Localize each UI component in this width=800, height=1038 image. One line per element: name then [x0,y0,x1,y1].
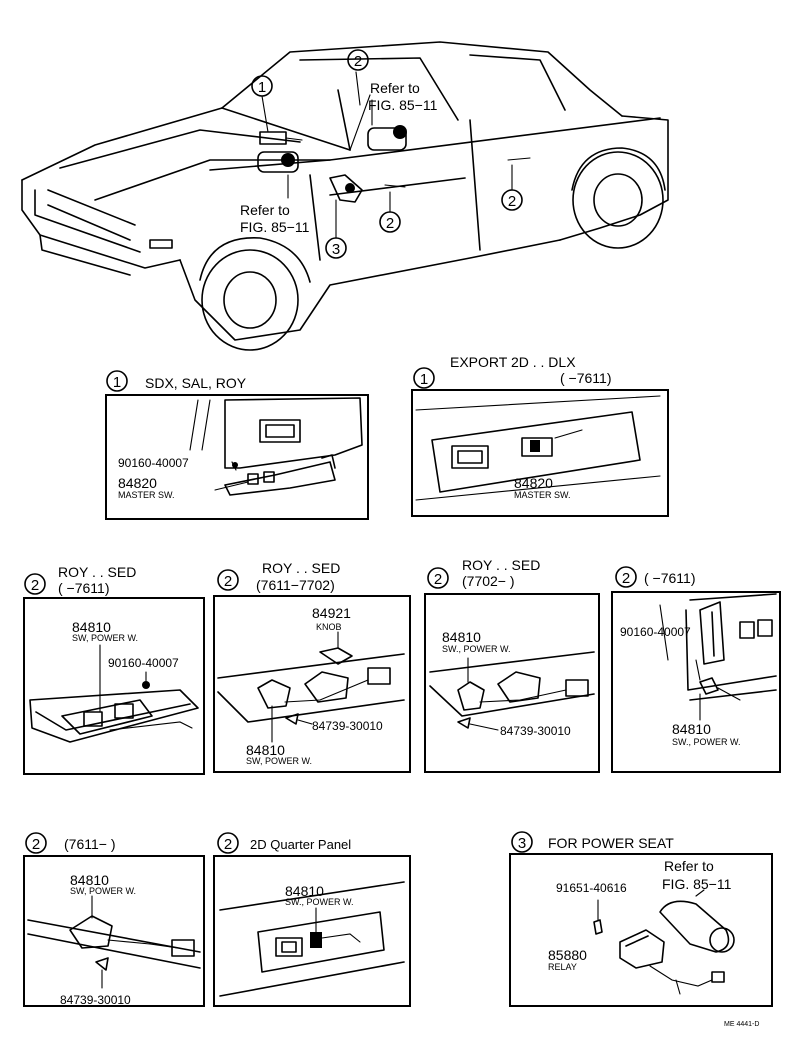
panel-2a-part-a-desc: SW, POWER W. [72,633,138,643]
panel-2d-part-b: 84810 [672,721,711,737]
panel-2b-title: ROY . . SED [262,560,340,576]
panel-2f-part-a: 84810 [285,883,324,899]
panel-2c-part-a-desc: SW., POWER W. [442,644,511,654]
panel-2b-part-a-desc: KNOB [316,622,342,632]
panel-2f-number: 2 [224,836,232,853]
panel-3-number: 3 [518,835,526,852]
refer-label-b: Refer to [240,202,290,218]
panel-1a-title: SDX, SAL, ROY [145,375,247,391]
panel-3-frame [509,853,773,1007]
callout-circle [501,189,523,211]
panel-1a-part-b: 84820 [118,475,157,491]
panel-2f-part-a-desc: SW., POWER W. [285,897,354,907]
callout-2b: 2 [386,215,394,232]
callout-circle [379,211,401,233]
panel-1b-part-b-desc: MASTER SW. [514,490,571,500]
panel-2c-part-a: 84810 [442,629,481,645]
panel-2d-frame [611,591,781,773]
panel-3-part-a: 91651-40616 [556,881,627,895]
panel-2d-drawing [659,593,777,721]
callout-3: 3 [332,241,340,258]
panel-2d-number: 2 [622,570,630,587]
callout-circle [347,49,369,71]
panel-2b-number: 2 [224,573,232,590]
car-illustration [21,41,669,351]
panel-3-title: FOR POWER SEAT [548,835,674,851]
panel-2b-part-a: 84921 [312,605,351,621]
diagram-code: ME 4441-D [724,1021,759,1028]
panel-2a-number: 2 [31,577,39,594]
refer-fig-a: FIG. 85−11 [368,97,438,113]
panel-2b-drawing [217,631,405,743]
callout-1: 1 [258,79,266,96]
panel-1a-part-a: 90160-40007 [118,456,189,470]
panel-2c-drawing [429,651,595,731]
panel-1a-drawing [189,397,363,496]
panel-3-refer-label: Refer to [664,858,714,874]
callout-circle [251,75,273,97]
panel-2c-title2: (7702− ) [462,573,515,589]
panel-2c-part-b: 84739-30010 [500,724,571,738]
panel-2b-part-c: 84810 [246,742,285,758]
panel-1a-frame [105,394,369,520]
refer-fig-b: FIG. 85−11 [240,219,310,235]
callout-2c: 2 [508,193,516,210]
callout-2a: 2 [354,53,362,70]
panel-3-part-b: 85880 [548,947,587,963]
panel-1a-part-b-desc: MASTER SW. [118,490,175,500]
callout-circle [325,237,347,259]
panel-2c-number: 2 [434,571,442,588]
panel-2a-part-b: 90160-40007 [108,656,179,670]
panel-3-refer-fig: FIG. 85−11 [662,876,732,892]
panel-2d-part-b-desc: SW., POWER W. [672,737,741,747]
panel-2e-part-a-desc: SW, POWER W. [70,886,136,896]
panel-2e-part-b: 84739-30010 [60,993,131,1007]
panel-2b-part-c-desc: SW, POWER W. [246,756,312,766]
panel-2a-title: ROY . . SED [58,564,136,580]
panel-2e-frame [23,855,205,1007]
panel-1b-part-b: 84820 [514,475,553,491]
panel-1b-frame [411,389,669,517]
panel-2d-part-a: 90160-40007 [620,625,691,639]
panel-2a-frame [23,597,205,775]
panel-1b-title: EXPORT 2D . . DLX [450,354,576,370]
panel-1b-title2: ( −7611) [560,370,612,386]
panel-3-drawing [593,889,735,995]
panel-2e-part-a: 84810 [70,872,109,888]
panel-2a-part-a: 84810 [72,619,111,635]
panel-1b-number: 1 [420,371,428,388]
panel-1a-number: 1 [113,374,121,391]
panel-2b-part-b: 84739-30010 [312,719,383,733]
panel-2e-title: (7611− ) [64,836,116,852]
panel-2e-number: 2 [32,836,40,853]
panel-2f-drawing [219,881,405,997]
refer-label-a: Refer to [370,80,420,96]
panel-2c-frame [424,593,600,773]
panel-3-part-b-desc: RELAY [548,962,577,972]
panel-2c-title: ROY . . SED [462,557,540,573]
panel-2b-frame [213,595,411,773]
panel-2b-title2: (7611−7702) [256,577,335,593]
panel-1b-drawing [415,395,661,501]
panel-2d-title: ( −7611) [644,570,696,586]
panel-2e-drawing [27,895,201,989]
panel-2a-title2: ( −7611) [58,580,110,596]
panel-2a-drawing [29,644,199,743]
panel-2f-title: 2D Quarter Panel [250,837,351,852]
panel-2f-frame [213,855,411,1007]
